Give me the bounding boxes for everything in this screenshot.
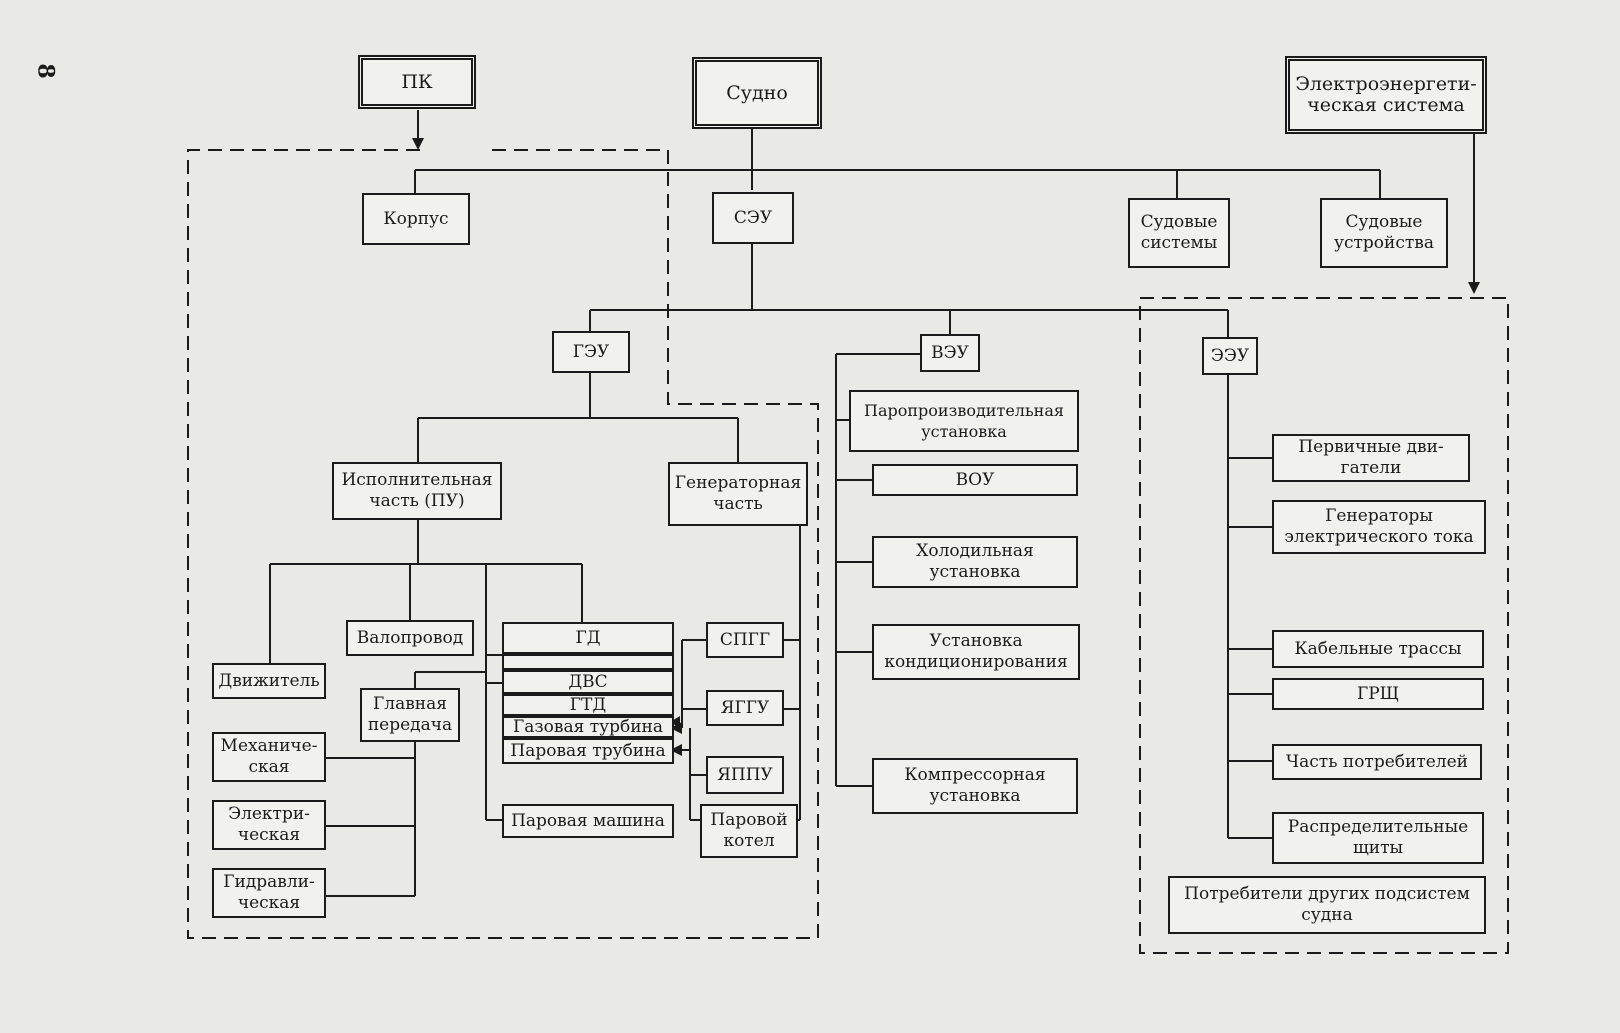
node-glavnaya-peredacha: Главная передача (360, 688, 460, 742)
dashed-boundary-eeu (1139, 297, 1509, 954)
node-dvs: ДВС (502, 670, 674, 694)
node-chast-potrebiteley: Часть потребителей (1272, 744, 1482, 780)
node-kabelnye-trassy: Кабельные трассы (1272, 630, 1484, 668)
node-korpus: Корпус (362, 193, 470, 245)
node-potrebiteli-drugih: Потребители других подсистем судна (1168, 876, 1486, 934)
node-kondicionirovaniya: Установка кондиционирования (872, 624, 1080, 680)
node-generatory-toka: Генераторы электрического тока (1272, 500, 1486, 554)
node-holodilnaya: Холодильная установка (872, 536, 1078, 588)
node-yaggu: ЯГГУ (706, 690, 784, 726)
node-gtd: ГТД (502, 694, 674, 716)
node-generatornaya-chast: Генераторная часть (668, 462, 808, 526)
node-spgg: СПГГ (706, 622, 784, 658)
node-gidravlicheskaya: Гидравли- ческая (212, 868, 326, 918)
node-elektricheskaya: Электри- ческая (212, 800, 326, 850)
node-valoprovod: Валопровод (346, 620, 474, 656)
node-veu: ВЭУ (920, 334, 980, 372)
node-gd: ГД (502, 622, 674, 654)
node-sudovye-ustroystva: Судовые устройства (1320, 198, 1448, 268)
node-gd-spacer (502, 654, 674, 670)
node-seu: СЭУ (712, 192, 794, 244)
node-electro-system: Электроэнергети- ческая система (1285, 56, 1487, 134)
node-paroproizvoditelnaya: Паропроизводительная установка (849, 390, 1079, 452)
node-parovaya-turbina: Паровая трубина (502, 738, 674, 764)
node-eeu: ЭЭУ (1202, 337, 1258, 375)
node-kompressornaya: Компрессорная установка (872, 758, 1078, 814)
node-sudno: Судно (692, 57, 822, 129)
node-ispolnitelnaya-chast: Исполнительная часть (ПУ) (332, 462, 502, 520)
node-sudovye-sistemy: Судовые системы (1128, 198, 1230, 268)
node-gazovaya-turbina: Газовая турбина (502, 716, 674, 738)
node-mehanicheskaya: Механиче- ская (212, 732, 326, 782)
node-pk: ПК (358, 55, 476, 109)
node-yappu: ЯППУ (706, 756, 784, 794)
node-pervichnye-dvigateli: Первичные дви- гатели (1272, 434, 1470, 482)
node-vou: ВОУ (872, 464, 1078, 496)
node-parovoy-kotel: Паровой котел (700, 804, 798, 858)
node-geu: ГЭУ (552, 331, 630, 373)
page-number: 8 (32, 63, 59, 79)
node-parovaya-mashina: Паровая машина (502, 804, 674, 838)
node-dvizhitel: Движитель (212, 663, 326, 699)
node-grsch: ГРЩ (1272, 678, 1484, 710)
dashed-boundary-seu (187, 149, 819, 939)
node-raspredelitelnye-schity: Распределительные щиты (1272, 812, 1484, 864)
